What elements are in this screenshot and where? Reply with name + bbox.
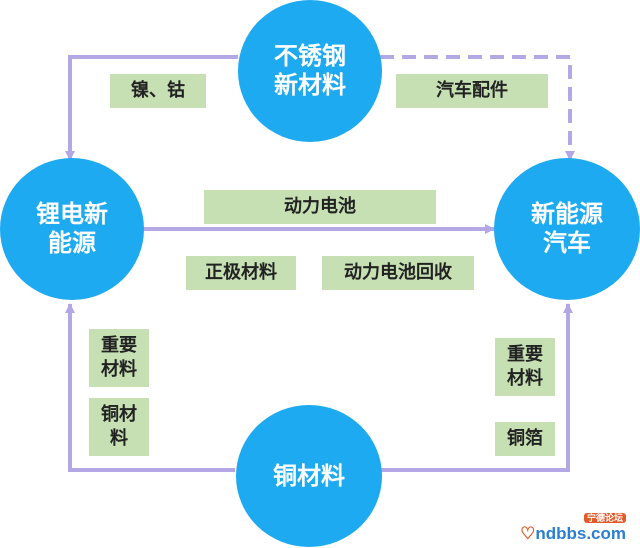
tag-copper-material-left: 铜材 料	[89, 398, 149, 456]
tag-battery-recycling-text: 动力电池回收	[344, 262, 452, 283]
tag-key-materials-left-line2: 材料	[101, 359, 137, 380]
arrow-copper-to-nev	[380, 303, 573, 472]
tag-copper-foil-text: 铜箔	[507, 428, 543, 449]
tag-auto-parts: 汽车配件	[396, 74, 548, 108]
tag-power-battery-text: 动力电池	[284, 196, 356, 217]
tag-copper-foil: 铜箔	[495, 422, 555, 456]
tag-copper-left-line2: 料	[110, 428, 128, 449]
node-new-energy-vehicle: 新能源 汽车	[494, 158, 640, 300]
node-nev-line2: 汽车	[543, 229, 591, 257]
tag-cathode-material: 正极材料	[186, 256, 296, 290]
tag-key-materials-left: 重要 材料	[89, 329, 149, 387]
node-lithium-line1: 锂电新	[36, 200, 108, 228]
tag-power-battery: 动力电池	[204, 190, 436, 224]
tag-key-materials-right-line2: 材料	[507, 368, 543, 389]
watermark-main: ndbbs.com	[535, 524, 626, 543]
tag-key-materials-left-line1: 重要	[101, 335, 137, 356]
tag-key-materials-right: 重要 材料	[495, 338, 555, 396]
watermark-sub: 宁德论坛	[583, 513, 626, 523]
tag-copper-left-line1: 铜材	[101, 404, 137, 425]
node-stainless-steel: 不锈钢 新材料	[238, 0, 382, 142]
heart-icon: ♡	[520, 524, 536, 543]
tag-auto-parts-text: 汽车配件	[436, 80, 508, 101]
node-stainless-line2: 新材料	[274, 71, 346, 99]
watermark-logo: 宁德论坛 ♡ndbbs.com	[520, 513, 626, 543]
tag-battery-recycling: 动力电池回收	[322, 256, 474, 290]
node-lithium-line2: 能源	[48, 229, 96, 257]
node-stainless-line1: 不锈钢	[274, 42, 346, 70]
node-copper-material: 铜材料	[236, 405, 382, 547]
node-lithium-energy: 锂电新 能源	[0, 158, 144, 300]
tag-key-materials-right-line1: 重要	[507, 344, 543, 365]
tag-nickel-cobalt-text: 镍、钴	[131, 80, 185, 101]
arrow-copper-to-lithium	[65, 303, 235, 472]
arrow-stainless-to-nev-dashed	[380, 55, 575, 161]
tag-nickel-cobalt: 镍、钴	[110, 74, 206, 108]
tag-cathode-text: 正极材料	[205, 262, 277, 283]
node-copper-line1: 铜材料	[273, 461, 345, 490]
arrow-stainless-to-lithium	[65, 55, 238, 161]
node-nev-line1: 新能源	[531, 200, 603, 228]
